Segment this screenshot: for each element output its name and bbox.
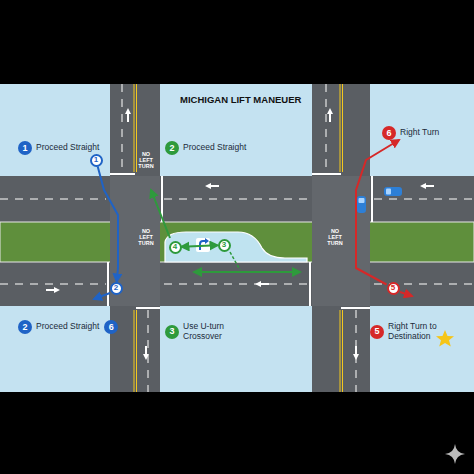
route-arrow bbox=[98, 167, 118, 282]
step-text: Right Turn bbox=[400, 128, 439, 138]
diagram-title: MICHIGAN LIFT MANEUER bbox=[180, 94, 301, 105]
callout-caption: 3 Use U-turn Crossover bbox=[165, 322, 241, 342]
callout-number: 6 bbox=[104, 320, 118, 334]
route-badge: 3 bbox=[218, 239, 231, 252]
callout-number: 5 bbox=[370, 325, 384, 339]
callout-caption: 2 Proceed Straight bbox=[18, 320, 99, 334]
road-sign-text: NO LEFT TURN bbox=[135, 228, 157, 246]
route-arrow bbox=[182, 245, 218, 246]
callout-caption: 6 Right Turn bbox=[382, 126, 439, 140]
route-arrow bbox=[356, 140, 399, 285]
callout-caption: 1 Proceed Straight bbox=[18, 141, 99, 155]
callout-number: 3 bbox=[218, 239, 231, 252]
callout-number: 2 bbox=[18, 320, 32, 334]
callout-number: 2 bbox=[165, 141, 179, 155]
road-sign-text: NO LEFT TURN bbox=[135, 151, 157, 169]
step-text: Proceed Straight bbox=[36, 322, 99, 332]
route-badge: 6 bbox=[104, 320, 118, 334]
callout-number: 4 bbox=[169, 241, 182, 254]
route-badge: 5 bbox=[387, 282, 400, 295]
route-badge: 1 bbox=[90, 154, 103, 167]
route-badge: 4 bbox=[169, 241, 182, 254]
step-text: Proceed Straight bbox=[183, 143, 246, 153]
callout-number: 5 bbox=[387, 282, 400, 295]
route-badge: 2 bbox=[110, 282, 123, 295]
callout-caption: 2 Proceed Straight bbox=[165, 141, 246, 155]
callout-number: 1 bbox=[18, 141, 32, 155]
callout-number: 6 bbox=[382, 126, 396, 140]
callout-number: 3 bbox=[165, 325, 179, 339]
road-sign-text: NO LEFT TURN bbox=[324, 228, 346, 246]
step-text: Right Turn to Destination bbox=[388, 322, 450, 342]
callout-number: 1 bbox=[90, 154, 103, 167]
step-text: Proceed Straight bbox=[36, 143, 99, 153]
step-text: Use U-turn Crossover bbox=[183, 322, 241, 342]
callout-caption: 5 Right Turn to Destination bbox=[370, 322, 450, 342]
callout-number: 2 bbox=[110, 282, 123, 295]
